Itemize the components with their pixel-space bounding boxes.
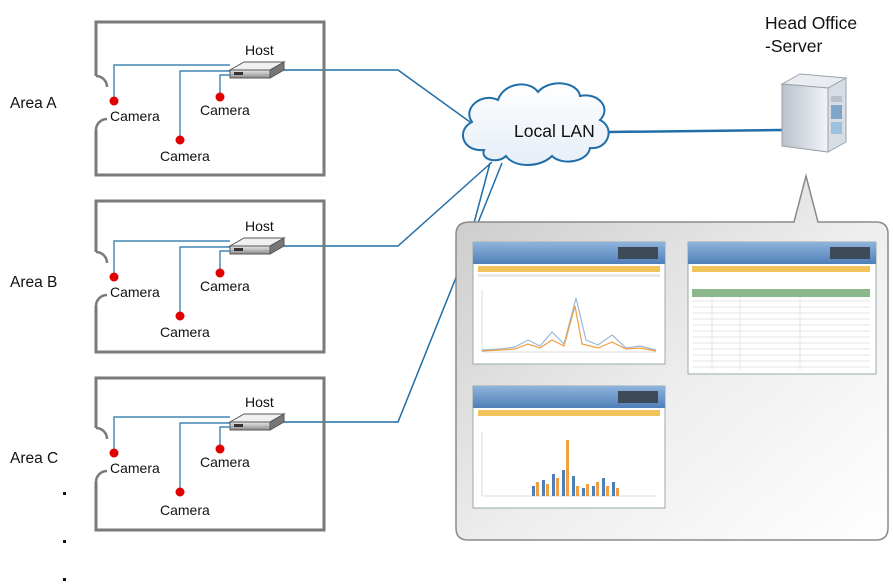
host-device-icon [228, 237, 286, 255]
host-label: Host [245, 42, 274, 58]
door-arc [95, 426, 109, 440]
lan-label: Local LAN [514, 121, 595, 141]
camera-links [113, 64, 232, 140]
host-device-icon [228, 413, 286, 431]
door-arc [94, 117, 108, 131]
camera-links [113, 240, 232, 316]
camera-dot [215, 92, 225, 102]
area-b: Area B Host Camera Camera Camera [10, 199, 326, 354]
camera-dot [175, 311, 185, 321]
camera-label: Camera [160, 148, 210, 164]
network-links [280, 69, 783, 423]
host-label: Host [245, 394, 274, 410]
server-title: Head Office [765, 13, 857, 33]
camera-dot [215, 444, 225, 454]
camera-label: Camera [200, 278, 250, 294]
link-area-a [280, 69, 471, 123]
area-c: Area C Host Camera Camera Camera [10, 376, 326, 532]
camera-label: Camera [160, 324, 210, 340]
line-chart-thumbnail [472, 241, 666, 365]
bar-chart-thumbnail [472, 385, 666, 509]
camera-label: Camera [160, 502, 210, 518]
camera-dot [215, 268, 225, 278]
camera-dot [109, 272, 119, 282]
camera-dot [109, 448, 119, 458]
link-panel [473, 162, 491, 224]
area-label: Area C [10, 450, 58, 467]
door-arc [94, 469, 108, 483]
area-label: Area B [10, 274, 57, 291]
host-label: Host [245, 218, 274, 234]
link-area-b [280, 161, 493, 247]
camera-links [113, 416, 232, 492]
dashboard-callout [455, 173, 889, 541]
more-areas-ellipsis [63, 492, 66, 581]
camera-label: Camera [110, 108, 160, 124]
camera-dot [109, 96, 119, 106]
camera-label: Camera [110, 284, 160, 300]
camera-label: Camera [200, 102, 250, 118]
door-arc [95, 250, 109, 264]
camera-label: Camera [200, 454, 250, 470]
room-outline [94, 20, 326, 177]
camera-dot [175, 487, 185, 497]
room-outline [94, 199, 326, 354]
area-label: Area A [10, 95, 57, 112]
local-lan-cloud-icon: Local LAN [461, 82, 610, 166]
room-outline [94, 376, 326, 532]
host-device-icon [228, 61, 286, 79]
camera-dot [175, 135, 185, 145]
area-a: Area A Host Camera Camera Camera [10, 20, 326, 177]
door-arc [95, 74, 109, 88]
door-arc [94, 293, 108, 307]
server-icon: Head Office -Server [765, 13, 857, 153]
table-thumbnail [687, 241, 877, 375]
server-subtitle: -Server [765, 36, 823, 56]
camera-label: Camera [110, 460, 160, 476]
link-server [607, 128, 783, 134]
